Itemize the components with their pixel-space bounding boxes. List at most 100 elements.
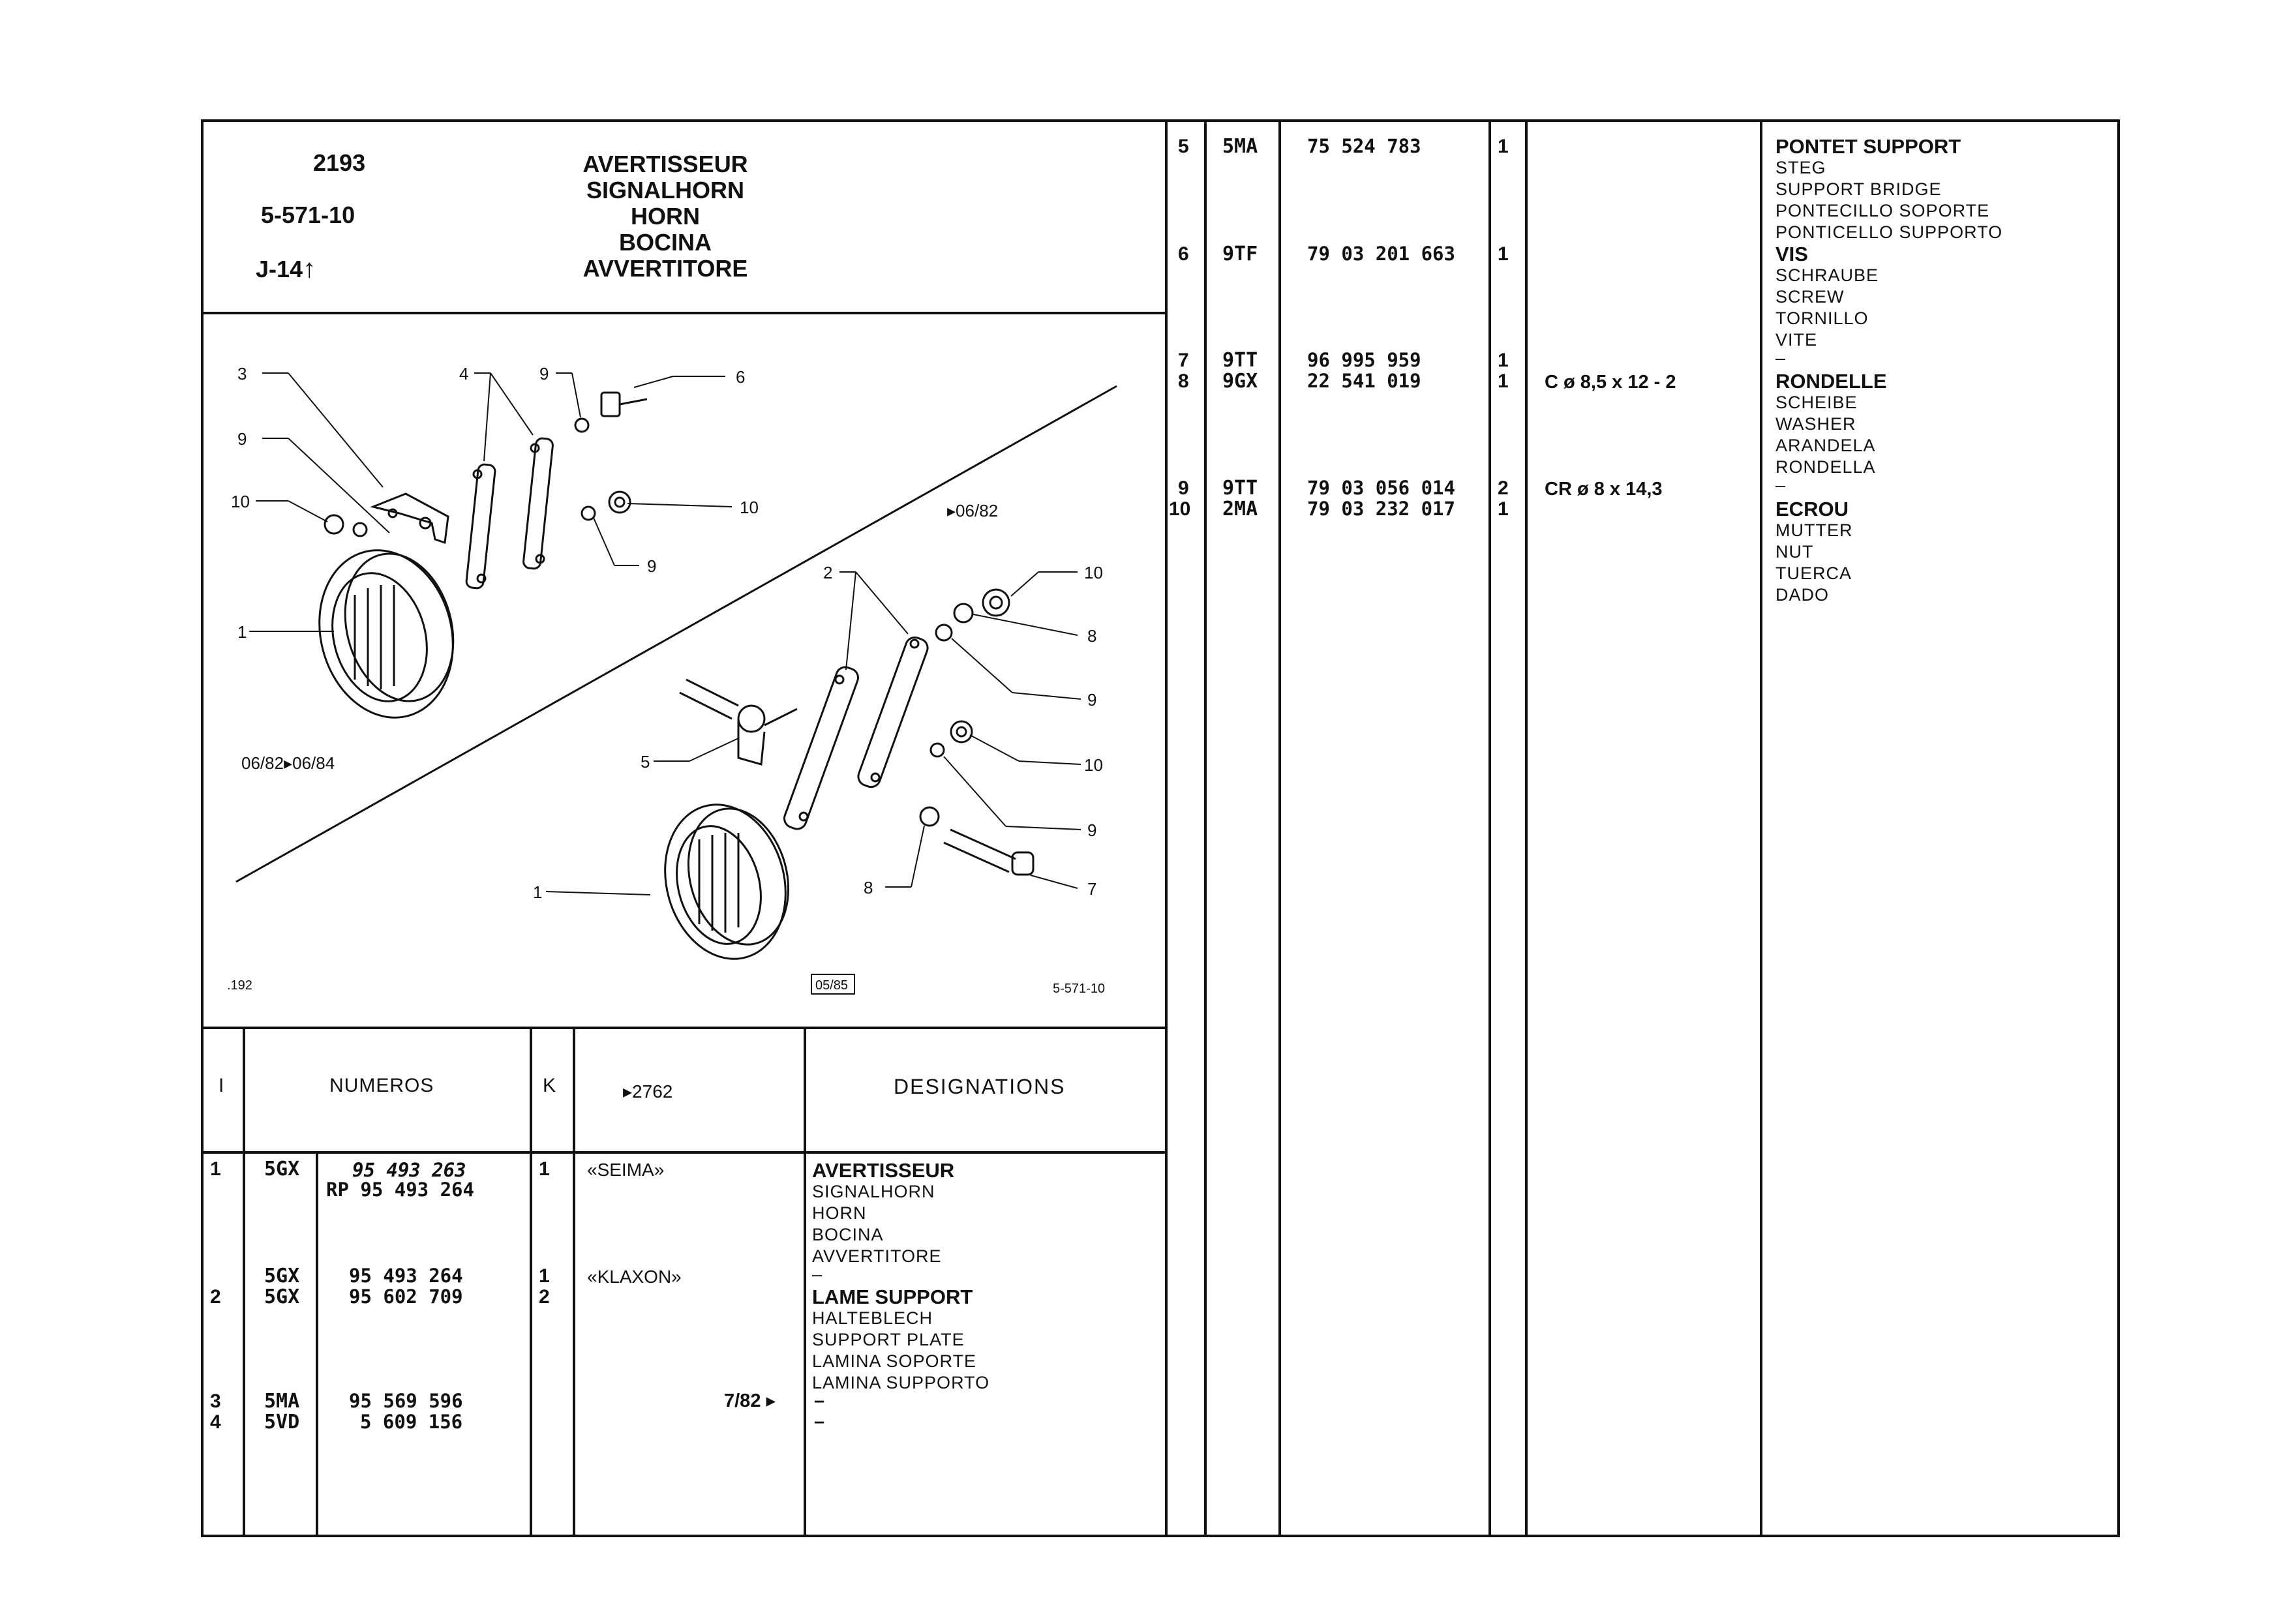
- divider-header: [201, 312, 1166, 314]
- washer-icon: [919, 806, 940, 827]
- designation-horn: AVERTISSEUR SIGNALHORN HORN BOCINA AVVER…: [812, 1159, 955, 1284]
- row-index: 2: [210, 1286, 221, 1308]
- row-index: 6: [1178, 243, 1189, 265]
- designation-bridge: PONTET SUPPORT STEG SUPPORT BRIDGE PONTE…: [1775, 135, 2003, 242]
- col-rule: [804, 1027, 806, 1537]
- page-ref: 2193: [313, 149, 366, 176]
- date-range-left: 06/82▸06/84: [241, 753, 335, 773]
- page-frame: [201, 119, 2120, 1537]
- part-number: 95 493 264: [349, 1265, 463, 1287]
- row-index: 3: [210, 1390, 221, 1412]
- col-rule: [1488, 119, 1491, 1537]
- designation-washer: RONDELLE SCHEIBE WASHER ARANDELA RONDELL…: [1775, 370, 1887, 495]
- col-rule: [1204, 119, 1207, 1537]
- bridge-icon: [679, 678, 798, 766]
- callout-6: 6: [736, 367, 745, 387]
- callout-4: 4: [459, 364, 468, 383]
- callout-10: 10: [1084, 563, 1103, 582]
- row-code: 5GX: [264, 1158, 300, 1180]
- callout-10: 10: [231, 492, 250, 511]
- col-rule: [316, 1151, 318, 1537]
- row-index: 1: [210, 1158, 221, 1180]
- nut-icon: [608, 490, 631, 514]
- callout-3: 3: [237, 364, 247, 383]
- support-plate-icon: [522, 437, 554, 570]
- qty: 2: [1498, 477, 1509, 499]
- washer-icon: [574, 417, 590, 433]
- header-titles: AVERTISSEUR SIGNALHORN HORN BOCINA AVVER…: [582, 151, 748, 282]
- spec-note: CR ø 8 x 14,3: [1545, 479, 1663, 500]
- part-number: 96 995 959: [1307, 349, 1421, 371]
- part-number: RP 95 493 264: [326, 1179, 474, 1201]
- col-header-designations: DESIGNATIONS: [894, 1075, 1066, 1098]
- callout-5: 5: [641, 752, 650, 772]
- diagram-footer-right: 5-571-10: [1053, 982, 1105, 996]
- row-code: 2MA: [1222, 498, 1258, 520]
- exploded-diagram: 3 9 10 1 4 9 6 10 9 2 10 8 9 10 9 7 8 5 …: [227, 364, 1117, 996]
- col-header-index: I: [219, 1075, 224, 1096]
- part-number: 79 03 056 014: [1307, 477, 1455, 499]
- row-code: 5GX: [264, 1265, 300, 1287]
- nut-icon: [982, 588, 1010, 617]
- callout-7: 7: [1087, 879, 1096, 899]
- washer-icon: [581, 505, 596, 521]
- qty: 2: [539, 1286, 550, 1308]
- qty: 1: [1498, 136, 1509, 157]
- callout-10: 10: [1084, 755, 1103, 775]
- designation-nut: ECROU MUTTER NUT TUERCA DADO: [1775, 498, 1853, 605]
- callout-9: 9: [1087, 690, 1096, 710]
- support-plate-icon: [857, 636, 929, 788]
- divider-diagram: [201, 1027, 1166, 1029]
- date-note: 7/82 ▸: [724, 1390, 776, 1411]
- col-rule: [1525, 119, 1528, 1537]
- callout-9: 9: [647, 556, 656, 576]
- nut-icon: [950, 720, 973, 743]
- row-code: 5MA: [264, 1390, 300, 1413]
- col-header-ref: ▸2762: [623, 1081, 673, 1102]
- dash: –: [814, 1411, 825, 1432]
- callout-9: 9: [539, 364, 549, 383]
- col-rule: [573, 1027, 575, 1537]
- row-index: 8: [1178, 370, 1189, 392]
- col-rule: [1760, 119, 1762, 1537]
- part-number: 22 541 019: [1307, 370, 1421, 392]
- callout-9: 9: [237, 429, 247, 449]
- bolt-icon: [943, 828, 1035, 876]
- row-code: 9GX: [1222, 370, 1258, 393]
- horn-icon: [318, 549, 455, 719]
- nut-icon: [324, 514, 344, 535]
- col-rule: [1278, 119, 1281, 1537]
- designation-screw: VIS SCHRAUBE SCREW TORNILLO VITE –: [1775, 243, 1879, 368]
- callout-9: 9: [1087, 820, 1096, 840]
- spec-note: C ø 8,5 x 12 - 2: [1545, 372, 1676, 393]
- diagram-footer-mid: 05/85: [815, 978, 848, 993]
- part-number: 79 03 201 663: [1307, 243, 1455, 265]
- row-index: 10: [1169, 498, 1191, 520]
- row-code: 5GX: [264, 1285, 300, 1308]
- designation-plate: LAME SUPPORT HALTEBLECH SUPPORT PLATE LA…: [812, 1285, 990, 1392]
- variant-note: «SEIMA»: [587, 1160, 665, 1180]
- horn-icon: [664, 804, 790, 960]
- row-code: 5MA: [1222, 135, 1258, 158]
- col-header-numbers: NUMEROS: [329, 1075, 434, 1096]
- row-code: 9TT: [1222, 477, 1258, 500]
- nut-icon: [953, 603, 974, 623]
- callout-10: 10: [740, 498, 759, 517]
- row-code: 5VD: [264, 1411, 300, 1434]
- divider-main: [1165, 119, 1168, 1537]
- row-index: 5: [1178, 136, 1189, 157]
- row-index: 7: [1178, 350, 1189, 371]
- part-number: 95 569 596: [349, 1390, 463, 1412]
- washer-icon: [929, 742, 945, 758]
- up-arrow-icon: ↑: [303, 254, 316, 283]
- col-rule: [530, 1027, 532, 1537]
- col-rule: [243, 1027, 245, 1537]
- callout-1: 1: [237, 622, 247, 642]
- washer-icon: [935, 623, 953, 642]
- qty: 1: [539, 1158, 550, 1180]
- qty: 1: [1498, 370, 1509, 392]
- bracket-icon: [370, 492, 449, 545]
- row-index: 9: [1178, 477, 1189, 499]
- screw-icon: [600, 391, 648, 417]
- variant-note: «KLAXON»: [587, 1267, 682, 1287]
